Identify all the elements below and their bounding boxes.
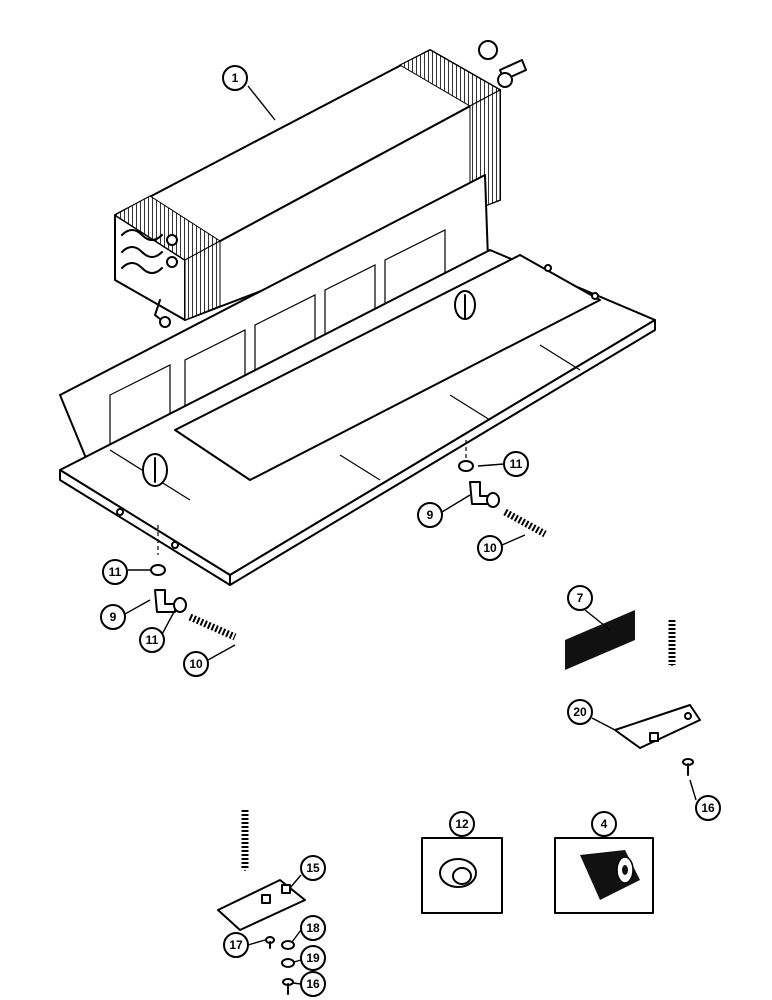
callout-17: 17	[223, 932, 249, 958]
callout-16-right: 16	[695, 795, 721, 821]
callout-19: 19	[300, 945, 326, 971]
coil-tube-ends	[121, 229, 178, 274]
svg-text:9: 9	[427, 508, 434, 522]
evaporator-core	[114, 40, 527, 328]
washer-19	[281, 958, 295, 968]
screw-17	[265, 936, 275, 949]
tape-roll-inset	[554, 837, 654, 914]
screw-right	[682, 758, 694, 777]
svg-text:16: 16	[306, 977, 320, 991]
callout-1: 1	[222, 65, 248, 91]
svg-text:1: 1	[232, 71, 239, 85]
drain-clamp-left	[173, 597, 187, 613]
callout-10-right: 10	[477, 535, 503, 561]
callout-20: 20	[567, 699, 593, 725]
drain-knob-left	[142, 453, 168, 487]
svg-text:10: 10	[483, 541, 497, 555]
svg-text:12: 12	[455, 817, 469, 831]
screw-16-bottom	[282, 978, 294, 995]
evaporator-housing	[59, 174, 656, 586]
svg-text:9: 9	[110, 610, 117, 624]
drain-clamp-right	[486, 492, 500, 508]
insulation-strip	[565, 610, 635, 670]
drain-knob-right	[454, 290, 476, 320]
callout-7: 7	[567, 585, 593, 611]
drain-clamp-left-top	[150, 564, 166, 576]
svg-text:7: 7	[577, 591, 584, 605]
callout-9-left: 9	[100, 604, 126, 630]
svg-text:18: 18	[306, 921, 320, 935]
callout-18: 18	[300, 915, 326, 941]
svg-text:11: 11	[146, 633, 159, 647]
drain-hose-left	[188, 613, 289, 871]
svg-text:10: 10	[189, 657, 203, 671]
callout-11-left-bottom: 11	[139, 627, 165, 653]
callout-11-right-top: 11	[503, 451, 529, 477]
svg-text:11: 11	[510, 457, 523, 471]
callout-9-right: 9	[417, 502, 443, 528]
base-plate	[217, 879, 306, 931]
callout-11-left-top: 11	[102, 559, 128, 585]
svg-text:16: 16	[701, 801, 715, 815]
svg-text:20: 20	[573, 705, 587, 719]
svg-text:11: 11	[109, 565, 122, 579]
callout-10-left: 10	[183, 651, 209, 677]
callout-4: 4	[591, 811, 617, 837]
washer-18	[281, 940, 295, 950]
drain-clamp-right-top	[458, 460, 474, 472]
drain-hose-right	[503, 508, 676, 666]
svg-text:19: 19	[306, 951, 320, 965]
callout-16-bottom: 16	[300, 971, 326, 997]
grommet-inset	[421, 837, 503, 914]
svg-text:17: 17	[229, 938, 243, 952]
mounting-bracket	[614, 704, 701, 749]
callout-15: 15	[300, 855, 326, 881]
callout-12: 12	[449, 811, 475, 837]
svg-text:4: 4	[601, 817, 608, 831]
drain-elbow-left	[154, 589, 176, 613]
svg-text:15: 15	[306, 861, 320, 875]
